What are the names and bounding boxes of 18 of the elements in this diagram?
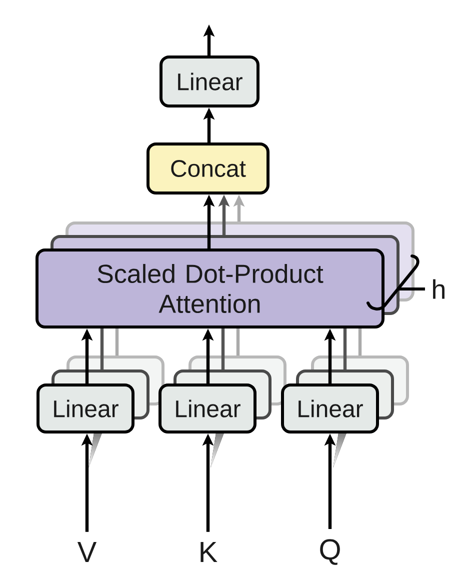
stacked-box: Linear bbox=[281, 356, 409, 434]
brace-label: h bbox=[433, 279, 444, 299]
node-label: Linear bbox=[54, 400, 118, 418]
stacked-box: Linear bbox=[158, 356, 286, 434]
stacked-box: Linear bbox=[36, 356, 164, 434]
connector-line bbox=[100, 328, 104, 370]
input-label: K bbox=[200, 542, 218, 562]
layer-box: Concat bbox=[146, 142, 270, 194]
input-label: V bbox=[77, 542, 97, 562]
connector-line bbox=[358, 328, 362, 356]
layer-box: Linear bbox=[160, 56, 260, 108]
node-label: Linear bbox=[298, 400, 363, 418]
input-label: Q bbox=[320, 539, 340, 565]
connector-line bbox=[221, 328, 225, 370]
connector-line bbox=[115, 328, 119, 356]
connector-line bbox=[343, 328, 347, 370]
stacked-box: Scaled Dot-Product Attention bbox=[36, 222, 414, 328]
connector-line bbox=[236, 328, 240, 356]
